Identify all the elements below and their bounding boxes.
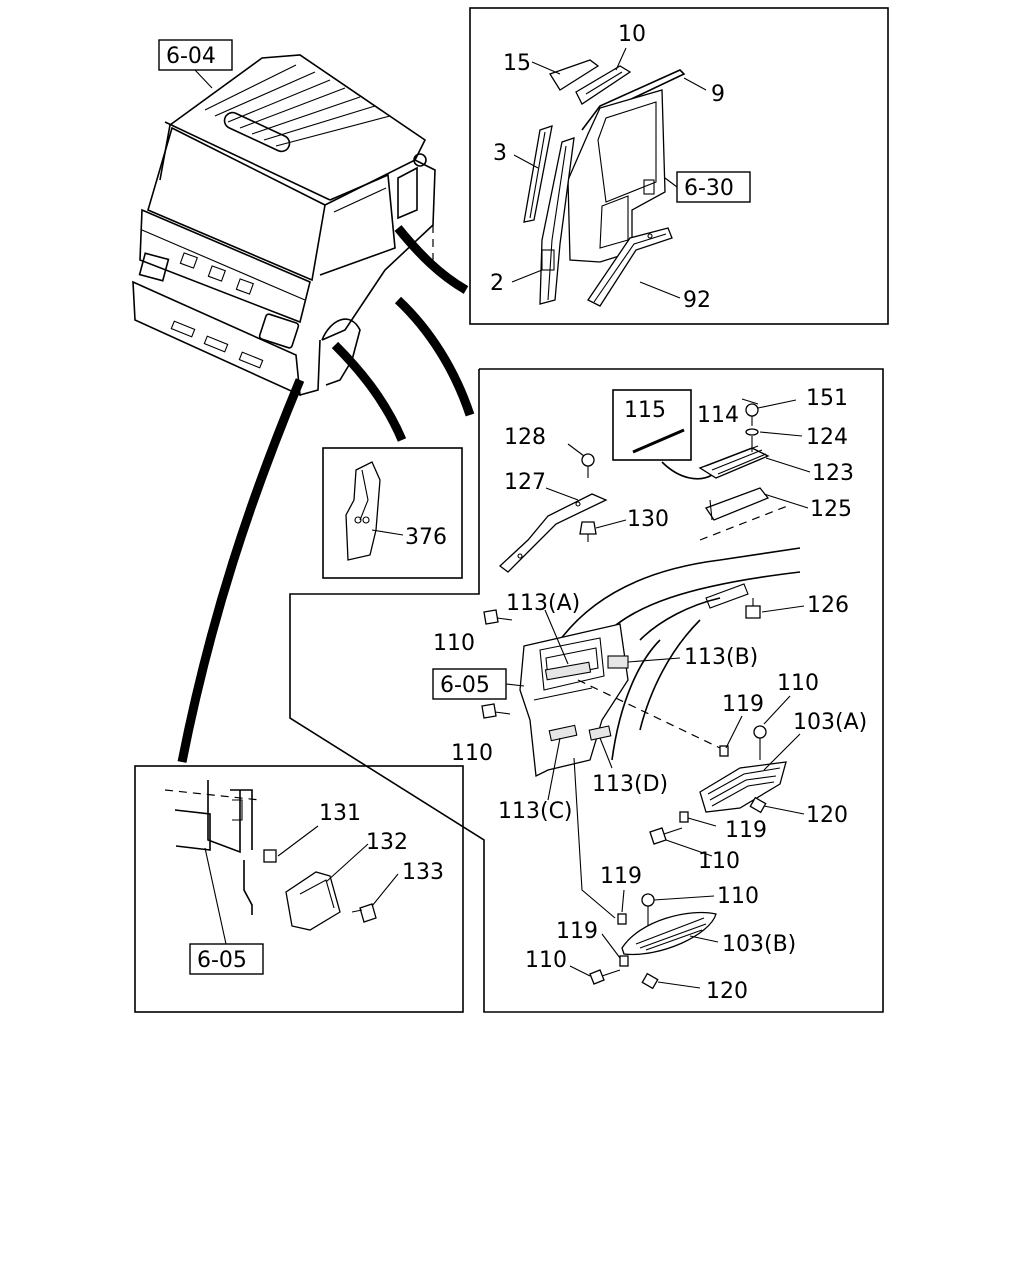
step-inset-parts	[481, 389, 801, 990]
part-labels: 15 10 9 3 2 92 376 115 114 151 124 123 1…	[319, 22, 867, 1004]
seal-115-box	[612, 389, 692, 461]
label-110-b: 110	[451, 741, 493, 766]
leader-lines	[277, 47, 811, 989]
label-103b: 103(B)	[722, 932, 796, 957]
leader-arc-lower	[177, 378, 305, 763]
label-131: 131	[319, 801, 361, 826]
label-119-c: 119	[600, 864, 642, 889]
label-125: 125	[810, 497, 852, 522]
label-127: 127	[504, 470, 546, 495]
label-113b: 113(B)	[684, 645, 758, 670]
ref-tag-step-panel-detail[interactable]: 6-05	[189, 943, 264, 975]
label-110-c: 110	[777, 671, 819, 696]
leader-arc-door	[394, 225, 469, 294]
leader-arc-bracket	[331, 341, 407, 442]
label-113c: 113(C)	[498, 799, 573, 824]
label-119-a: 119	[722, 692, 764, 717]
label-2: 2	[490, 271, 504, 296]
label-376: 376	[405, 525, 447, 550]
door-inset-parts	[523, 59, 686, 307]
leader-arc-step	[394, 296, 475, 417]
label-3: 3	[493, 141, 507, 166]
bracket-376	[345, 461, 381, 561]
label-123: 123	[812, 461, 854, 486]
label-15: 15	[503, 51, 531, 76]
label-128: 128	[504, 425, 546, 450]
door-inset-frame	[469, 7, 889, 325]
label-110-a: 110	[433, 631, 475, 656]
label-133: 133	[402, 860, 444, 885]
label-132: 132	[366, 830, 408, 855]
svg-text:6-05: 6-05	[197, 948, 247, 973]
lower-left-inset-frame	[134, 765, 464, 1013]
label-120-a: 120	[806, 803, 848, 828]
label-130: 130	[627, 507, 669, 532]
label-151: 151	[806, 386, 848, 411]
label-126: 126	[807, 593, 849, 618]
label-124: 124	[806, 425, 848, 450]
bracket-inset-frame	[322, 447, 463, 579]
label-114: 114	[697, 403, 739, 428]
label-110-d: 110	[698, 849, 740, 874]
ref-tag-step-panel[interactable]: 6-05	[432, 668, 507, 700]
label-120-b: 120	[706, 979, 748, 1004]
label-119-b: 119	[725, 818, 767, 843]
svg-text:6-30: 6-30	[684, 176, 734, 201]
label-110-f: 110	[525, 948, 567, 973]
svg-text:6-05: 6-05	[440, 673, 490, 698]
ref-tag-cab[interactable]: 6-04	[158, 39, 233, 71]
label-110-e: 110	[717, 884, 759, 909]
label-113d: 113(D)	[592, 772, 668, 797]
label-92: 92	[683, 288, 711, 313]
label-119-d: 119	[556, 919, 598, 944]
lower-left-inset-parts	[164, 780, 377, 931]
ref-tag-door[interactable]: 6-30	[676, 171, 751, 203]
label-115: 115	[624, 398, 666, 423]
label-103a: 103(A)	[793, 710, 867, 735]
label-10: 10	[618, 22, 646, 47]
step-inset-frame	[289, 368, 884, 1013]
cab-illustration	[132, 54, 436, 397]
label-9: 9	[711, 82, 725, 107]
svg-text:6-04: 6-04	[166, 44, 216, 69]
label-113a: 113(A)	[506, 591, 580, 616]
